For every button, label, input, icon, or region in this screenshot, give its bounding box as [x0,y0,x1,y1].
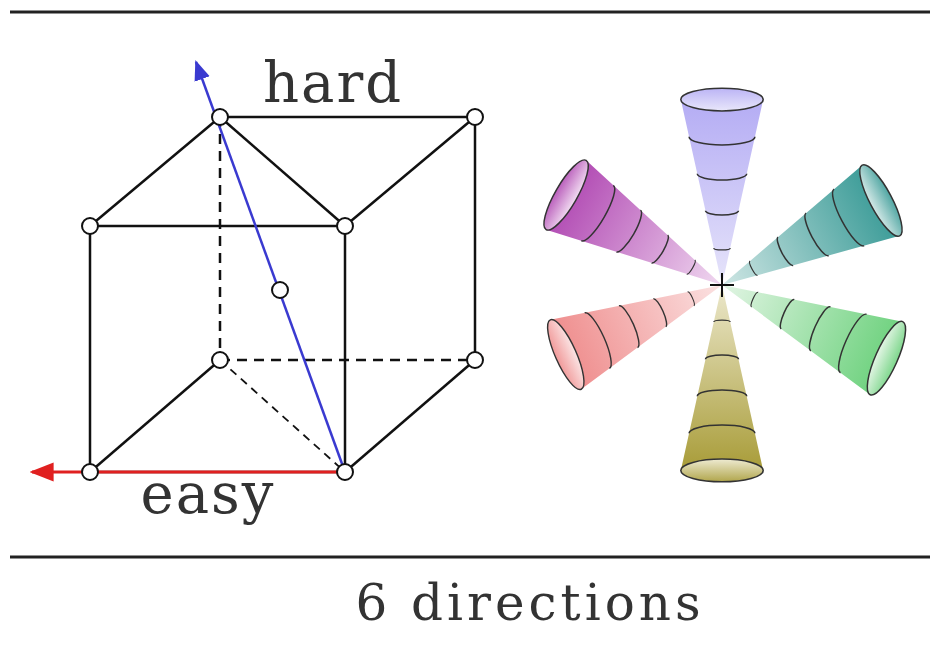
direction-label: hard [263,55,403,111]
direction-label: easy [141,466,276,522]
figure-caption: 6 directions [355,578,704,628]
